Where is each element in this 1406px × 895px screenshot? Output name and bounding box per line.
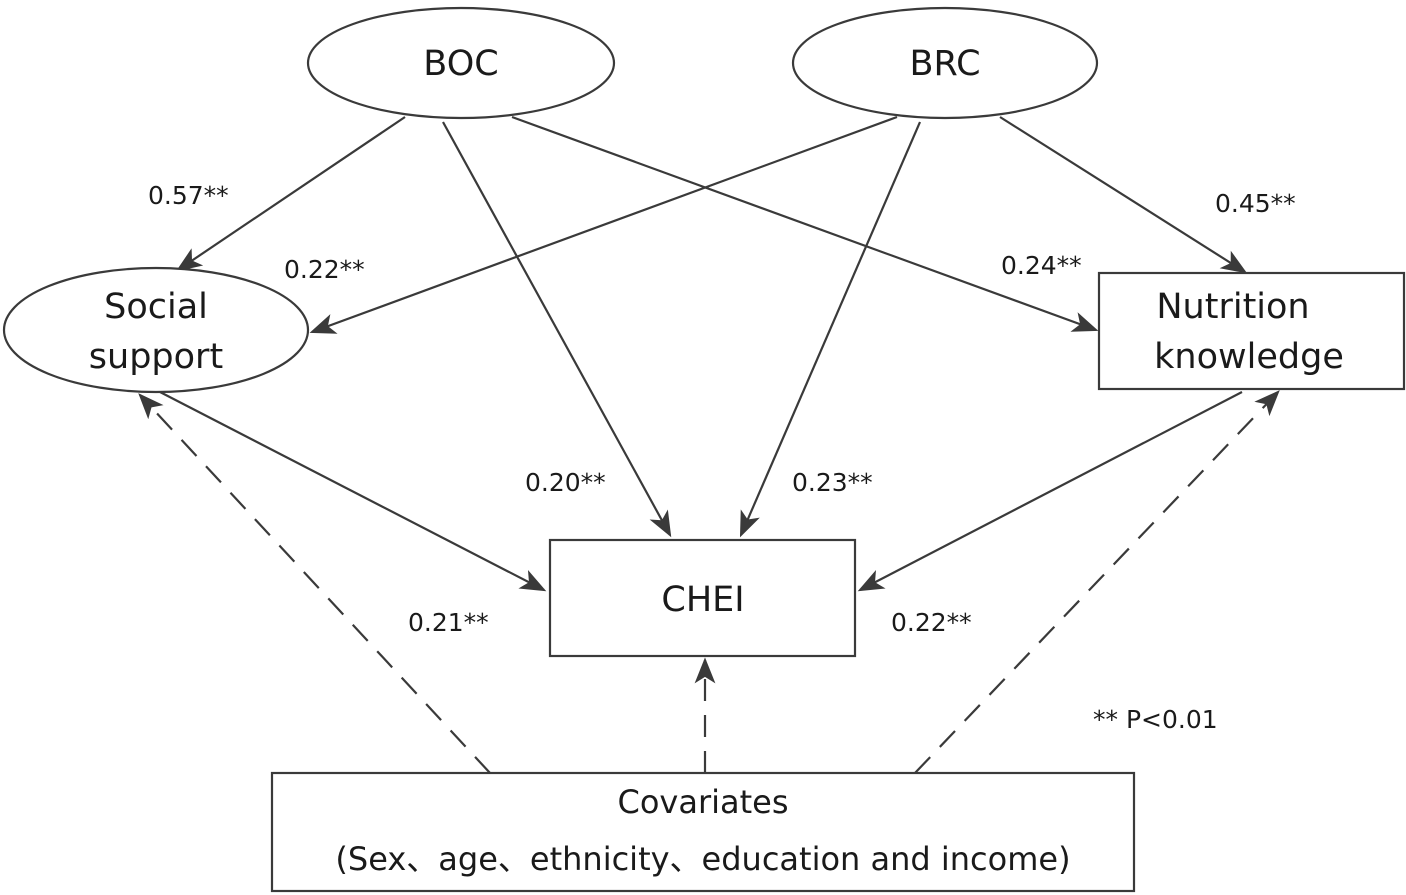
- chei-label: CHEI: [661, 580, 744, 620]
- brc-label: BRC: [909, 44, 980, 84]
- coef-boc-to-chei: 0.20**: [525, 468, 606, 497]
- nutrition-knowledge-label-line1: Nutrition: [1156, 287, 1309, 327]
- arrow-boc-to-social: [175, 116, 406, 272]
- arrow-boc-to-nutrition: [511, 115, 1099, 332]
- boc-label: BOC: [423, 44, 498, 84]
- node-covariates: [270, 771, 1136, 893]
- arrow-nutrition-to-chei: [857, 391, 1243, 592]
- arrow-social-to-chei: [159, 391, 547, 592]
- arrow-covariates-to-nutrition: [914, 390, 1280, 774]
- arrow-brc-to-nutrition: [999, 116, 1248, 274]
- coef-boc-to-social: 0.57**: [148, 181, 229, 210]
- covariates-detail: (Sex、age、ethnicity、education and income): [335, 840, 1070, 878]
- coef-brc-to-nutrition: 0.45**: [1215, 189, 1296, 218]
- coef-boc-to-nutrition: 0.24**: [1001, 251, 1082, 280]
- arrow-brc-to-chei: [739, 121, 922, 538]
- social-support-label-line2: support: [89, 337, 223, 377]
- covariates-title: Covariates: [617, 783, 788, 821]
- arrow-covariates-to-social: [138, 393, 491, 774]
- node-boc: [306, 6, 616, 120]
- social-support-label-line1: Social: [104, 287, 208, 327]
- node-nutrition-knowledge: [1097, 271, 1406, 391]
- node-brc: [791, 6, 1099, 120]
- coef-social-to-chei: 0.21**: [408, 608, 489, 637]
- nutrition-knowledge-label-line2: knowledge: [1154, 337, 1344, 377]
- arrow-brc-to-social: [309, 115, 898, 334]
- coef-brc-to-social: 0.22**: [284, 255, 365, 284]
- node-social-support: [2, 266, 310, 394]
- coef-nutrition-to-chei: 0.22**: [891, 608, 972, 637]
- arrow-boc-to-chei: [442, 121, 672, 538]
- significance-note: ** P<0.01: [1093, 705, 1218, 734]
- node-chei: [548, 538, 857, 658]
- coef-brc-to-chei: 0.23**: [792, 468, 873, 497]
